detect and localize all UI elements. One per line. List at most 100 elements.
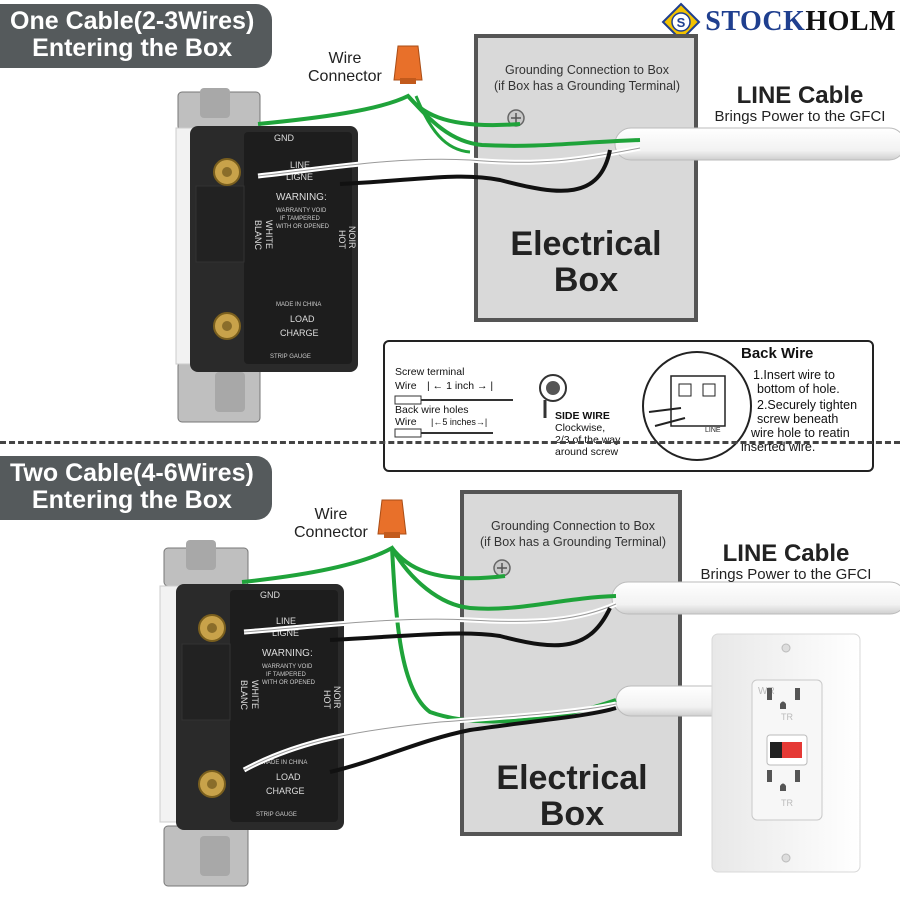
back-wire-wire-label: Wire xyxy=(395,416,417,428)
back-wire-step1a: 1.Insert wire to xyxy=(753,368,835,382)
gfci-tr-mark-top: TR xyxy=(781,712,793,722)
section2-wire-connector-label: Wire Connector xyxy=(294,506,368,542)
section2-line-hot-wire xyxy=(329,607,612,648)
screw-terminal-label: Screw terminal xyxy=(395,366,465,378)
s2-lbl-line: LINE xyxy=(276,616,296,626)
section2-line-cable-sub: Brings Power to the GFCI xyxy=(700,566,872,583)
section1-diagram: GND LINE LIGNE WARNING: WARRANTY VOID IF… xyxy=(175,34,900,423)
section2-line-cable-label: LINE Cable Brings Power to the GFCI xyxy=(686,540,886,584)
s1-lbl-charge: CHARGE xyxy=(280,328,319,338)
section2-wire-connector-line2: Connector xyxy=(294,524,368,541)
section1-wire-connector-label: Wire Connector xyxy=(308,50,382,86)
section1-wire-connector-line1: Wire xyxy=(328,50,362,67)
s2-lbl-made-in: MADE IN CHINA xyxy=(262,760,307,766)
section1-grounding-line2: (if Box has a Grounding Terminal) xyxy=(494,79,680,93)
inset-line-label: LINE xyxy=(705,427,721,434)
section2-ground-wire xyxy=(241,545,617,611)
s1-lbl-warranty3: WITH OR OPENED xyxy=(276,224,330,230)
s1-lbl-hot: HOT xyxy=(337,230,347,250)
s1-lbl-gnd: GND xyxy=(274,133,295,143)
brand-name-part2: HOLM xyxy=(805,6,896,37)
s2-lbl-warning: WARNING: xyxy=(262,648,313,659)
s1-lbl-warranty1: WARRANTY VOID xyxy=(276,208,327,214)
brand-name-part1: STOCK xyxy=(705,6,806,37)
s2-lbl-warranty1: WARRANTY VOID xyxy=(262,664,313,670)
five-eighths-value: 5 inches xyxy=(442,417,476,427)
one-inch-value: 1 inch xyxy=(446,380,475,392)
s2-lbl-blanc: BLANC xyxy=(239,680,249,711)
s2-lbl-noir: NOIR xyxy=(332,686,342,709)
gfci-tr-mark-bottom: TR xyxy=(781,798,793,808)
section2-gfci-receptacle: GND LINE LIGNE WARNING: WARRANTY VOID IF… xyxy=(159,540,344,887)
back-strip-gauge-icon xyxy=(394,428,493,438)
side-wire-line3: around screw xyxy=(555,446,619,458)
section2-line-cable-title: LINE Cable xyxy=(722,540,850,567)
section1-grounding-line1: Grounding Connection to Box xyxy=(505,63,669,77)
back-wire-detail-icon: LINE xyxy=(642,351,752,461)
section1-electrical-box-label: Electrical Box xyxy=(486,226,686,298)
s1-lbl-noir: NOIR xyxy=(347,226,357,249)
section1-grounding-screw-icon xyxy=(507,109,525,127)
section2-load-ground-wire xyxy=(390,547,617,724)
s2-lbl-ligne: LIGNE xyxy=(272,628,299,638)
section1-title-line2: Entering the Box xyxy=(32,34,233,62)
one-inch-label: | ← 1 inch → | xyxy=(427,380,494,392)
gfci-outlet-image: WR TR TR xyxy=(711,633,861,873)
section2-title-line2: Entering the Box xyxy=(31,486,232,514)
section1-hot-wire xyxy=(339,149,612,193)
section1-electrical-box xyxy=(474,34,698,322)
side-wire-title: SIDE WIRE xyxy=(555,410,610,422)
section1-line-cable-title: LINE Cable xyxy=(736,82,864,109)
s2-lbl-warranty2: IF TAMPERED xyxy=(266,672,306,678)
section2-box-line2: Box xyxy=(539,795,605,833)
back-wire-step2b: screw beneath xyxy=(757,412,839,426)
back-wire-holes-label: Back wire holes xyxy=(395,404,469,416)
back-wire-step2a: 2.Securely tighten xyxy=(757,398,858,412)
section1-wire-connector-line2: Connector xyxy=(308,68,382,85)
wiring-instructions-panel: Screw terminal Wire | ← 1 inch → | Back … xyxy=(383,340,874,472)
section1-title-line1: One Cable(2-3Wires) xyxy=(10,7,255,35)
gfci-wr-mark: WR xyxy=(758,686,775,697)
s1-lbl-warning: WARNING: xyxy=(276,192,327,203)
s2-lbl-load: LOAD xyxy=(276,772,301,782)
s2-lbl-gnd: GND xyxy=(260,590,281,600)
section2-wire-connector-line1: Wire xyxy=(314,506,348,523)
five-eighths-label: |←5 inches→| xyxy=(431,417,488,427)
side-wire-line1: Clockwise, xyxy=(555,422,606,434)
back-wire-step1b: bottom of hole. xyxy=(757,382,840,396)
section1-ground-wire xyxy=(257,93,641,148)
s1-lbl-white: WHITE xyxy=(264,220,274,249)
section2-grounding-label: Grounding Connection to Box (if Box has … xyxy=(470,518,676,550)
section2-title-banner: Two Cable(4-6Wires) Entering the Box xyxy=(0,456,272,520)
section1-wire-connector-icon xyxy=(393,45,423,84)
s1-lbl-strip-gauge: STRIP GAUGE xyxy=(270,354,311,360)
section1-line-cable-label: LINE Cable Brings Power to the GFCI xyxy=(700,82,900,126)
back-wire-title: Back Wire xyxy=(741,345,814,362)
section1-title-banner: One Cable(2-3Wires) Entering the Box xyxy=(0,4,273,68)
section2-load-hot-wire xyxy=(329,706,617,774)
section2-grounding-screw-icon xyxy=(493,559,511,577)
s2-lbl-charge: CHARGE xyxy=(266,786,305,796)
s2-lbl-hot: HOT xyxy=(322,690,332,710)
section1-grounding-label: Grounding Connection to Box (if Box has … xyxy=(484,62,690,94)
brand-name: STOCKHOLM xyxy=(705,6,896,38)
section2-electrical-box xyxy=(460,490,682,836)
s2-lbl-strip-gauge: STRIP GAUGE xyxy=(256,812,297,818)
s2-lbl-warranty3: WITH OR OPENED xyxy=(262,680,316,686)
s1-lbl-line: LINE xyxy=(290,160,310,170)
back-wire-step2c: wire hole to reatin xyxy=(751,426,850,440)
section2-wire-connector-icon xyxy=(377,499,407,538)
s1-lbl-made-in: MADE IN CHINA xyxy=(276,302,321,308)
screw-terminal-wire-label: Wire xyxy=(395,380,417,392)
section1-gfci-receptacle: GND LINE LIGNE WARNING: WARRANTY VOID IF… xyxy=(175,88,358,423)
section1-box-line2: Box xyxy=(553,261,619,299)
section1-box-line1: Electrical xyxy=(510,225,662,263)
section2-grounding-line2: (if Box has a Grounding Terminal) xyxy=(480,535,666,549)
section2-diagram: GND LINE LIGNE WARNING: WARRANTY VOID IF… xyxy=(159,490,900,887)
brand-emblem-letter: S xyxy=(677,15,686,30)
s1-lbl-blanc: BLANC xyxy=(253,220,263,251)
section1-line-cable-sub: Brings Power to the GFCI xyxy=(714,108,886,125)
s2-lbl-white: WHITE xyxy=(250,680,260,709)
brand-logo: S STOCKHOLM xyxy=(661,2,896,42)
side-wire-screw-icon xyxy=(539,374,567,418)
